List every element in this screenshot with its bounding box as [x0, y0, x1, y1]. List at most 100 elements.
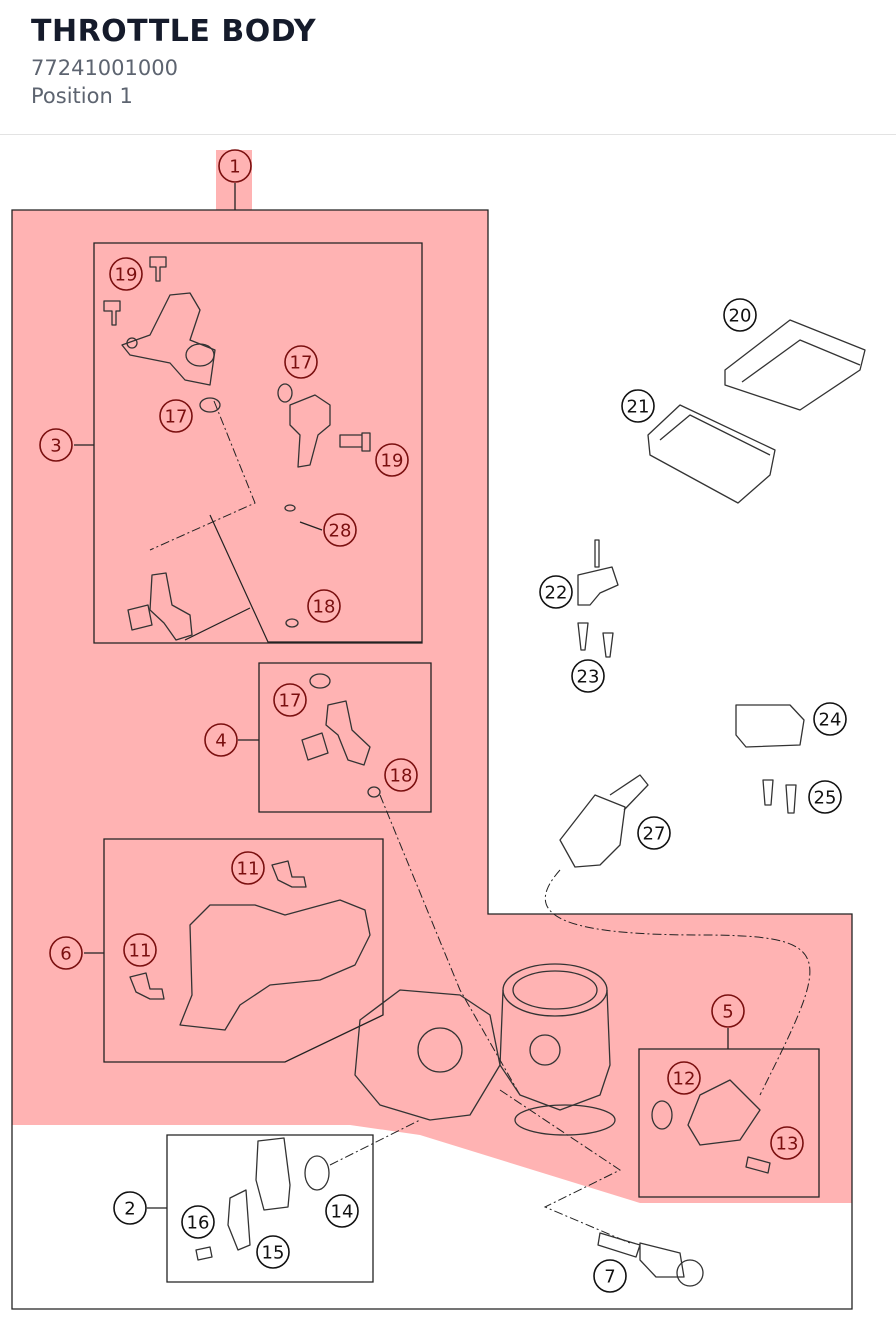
callout-label: 18 [313, 597, 336, 618]
callout-19[interactable]: 19 [109, 257, 143, 291]
bracket-hole [126, 337, 138, 349]
cover-part [179, 899, 371, 1031]
callout-label: 24 [819, 710, 842, 731]
subassembly-3-box [74, 242, 423, 644]
screw-part [745, 1156, 771, 1174]
callout-15[interactable]: 15 [256, 1235, 290, 1269]
callout-12[interactable]: 12 [667, 1061, 701, 1095]
callout-circle [204, 723, 238, 757]
callout-28[interactable]: 28 [323, 513, 357, 547]
callout-2[interactable]: 2 [113, 1191, 147, 1225]
callout-circle [667, 1061, 701, 1095]
subassembly-2-box [147, 1134, 374, 1283]
injector-connector [127, 604, 153, 631]
callout-label: 22 [545, 583, 568, 604]
throttle-bore-inner [512, 970, 598, 1010]
screw-part [129, 972, 165, 1000]
idle-valve-head [676, 1259, 704, 1287]
callout-3[interactable]: 3 [39, 428, 73, 462]
callout-18[interactable]: 18 [307, 589, 341, 623]
callout-18[interactable]: 18 [384, 758, 418, 792]
oring-part [284, 504, 296, 512]
callout-label: 21 [627, 397, 650, 418]
callout-5[interactable]: 5 [711, 994, 745, 1028]
callout-circle [325, 1194, 359, 1228]
oring-part [304, 1155, 330, 1191]
callout-17[interactable]: 17 [284, 345, 318, 379]
callout-23[interactable]: 23 [571, 659, 605, 693]
callout-circle [159, 399, 193, 433]
connector-line [499, 1089, 631, 1244]
callout-14[interactable]: 14 [325, 1194, 359, 1228]
callout-label: 27 [643, 824, 666, 845]
bracket-boss [185, 343, 215, 367]
callout-27[interactable]: 27 [637, 816, 671, 850]
callout-label: 19 [381, 451, 404, 472]
callout-11[interactable]: 11 [231, 851, 265, 885]
callout-22[interactable]: 22 [539, 575, 573, 609]
callout-circle [593, 1259, 627, 1293]
callout-label: 11 [129, 941, 152, 962]
callout-16[interactable]: 16 [181, 1205, 215, 1239]
callout-7[interactable]: 7 [593, 1259, 627, 1293]
callout-20[interactable]: 20 [723, 298, 757, 332]
callout-11[interactable]: 11 [123, 933, 157, 967]
oring-part [285, 618, 299, 628]
header: THROTTLE BODY 77241001000 Position 1 [0, 0, 896, 135]
callout-25[interactable]: 25 [808, 780, 842, 814]
callout-circle [621, 389, 655, 423]
callout-label: 18 [390, 766, 413, 787]
injector-part [149, 572, 193, 641]
callout-label: 11 [237, 859, 260, 880]
callout-17[interactable]: 17 [159, 399, 193, 433]
callout-label: 13 [776, 1134, 799, 1155]
callout-21[interactable]: 21 [621, 389, 655, 423]
callout-circle [49, 936, 83, 970]
oring-part [199, 397, 221, 413]
sensor-part [687, 1079, 761, 1146]
ecu-module [724, 319, 866, 411]
callout-label: 12 [673, 1069, 696, 1090]
callout-label: 17 [165, 407, 188, 428]
assembly-1-highlight[interactable] [12, 150, 852, 1203]
page-title: THROTTLE BODY [31, 14, 317, 49]
callout-24[interactable]: 24 [813, 702, 847, 736]
callout-label: 1 [229, 157, 240, 178]
ecu-module [647, 404, 776, 504]
injector-connector [301, 732, 329, 761]
callout-1[interactable]: 1 [218, 149, 252, 183]
throttle-pulley [417, 1027, 463, 1073]
callout-circle [273, 683, 307, 717]
callout-circle [711, 994, 745, 1028]
callout-19[interactable]: 19 [375, 443, 409, 477]
callout-label: 6 [60, 944, 71, 965]
callout-13[interactable]: 13 [770, 1126, 804, 1160]
callout-6[interactable]: 6 [49, 936, 83, 970]
callout-label: 28 [329, 521, 352, 542]
callout-circle [123, 933, 157, 967]
sensor-connector [255, 1137, 291, 1211]
screw-part [762, 779, 797, 814]
callout-4[interactable]: 4 [204, 723, 238, 757]
callout-label: 20 [729, 306, 752, 327]
idle-valve-part [597, 1232, 685, 1278]
callout-circle [109, 257, 143, 291]
callout-label: 2 [124, 1199, 135, 1220]
callout-circle [808, 780, 842, 814]
throttle-port [529, 1034, 561, 1066]
callout-circle [637, 816, 671, 850]
callout-circle [231, 851, 265, 885]
callout-circle [256, 1235, 290, 1269]
callout-circle [571, 659, 605, 693]
oring-part [367, 786, 381, 798]
callout-label: 3 [50, 436, 61, 457]
callout-circle [284, 345, 318, 379]
bracket-part [227, 1189, 251, 1251]
callout-circle [539, 575, 573, 609]
callout-label: 23 [577, 667, 600, 688]
callout-circle [770, 1126, 804, 1160]
screw-part [149, 256, 167, 282]
callout-17[interactable]: 17 [273, 683, 307, 717]
callout-circle [813, 702, 847, 736]
leader-line [184, 514, 422, 643]
